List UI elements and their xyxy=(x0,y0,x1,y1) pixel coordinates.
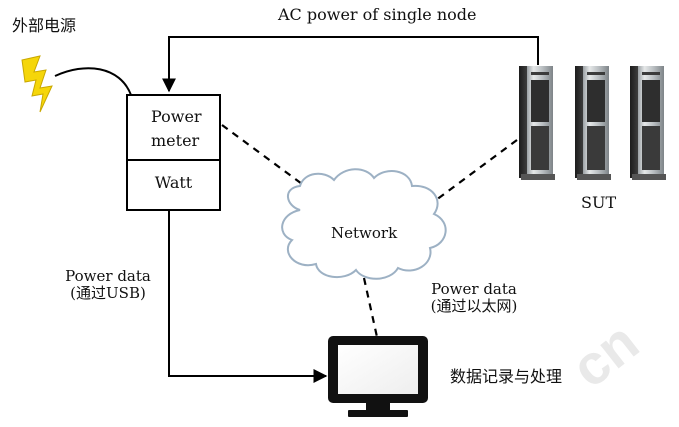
sut-network-link xyxy=(427,139,518,207)
external-power-cable xyxy=(54,67,132,96)
ac-power-line xyxy=(162,36,539,93)
network-label: Network xyxy=(331,224,398,242)
external-power-label: 外部电源 xyxy=(12,16,77,35)
usb-data-line xyxy=(168,210,328,383)
server-rack-icon xyxy=(519,66,666,180)
ac-power-label: AC power of single node xyxy=(278,5,477,24)
monitor-icon xyxy=(328,336,428,417)
network-links xyxy=(221,124,518,338)
meter-network-link xyxy=(221,124,318,196)
power-meter-box xyxy=(126,94,221,211)
watt-label: Watt xyxy=(154,173,193,192)
usb-power-data-label: Power data (通过USB) xyxy=(65,267,151,303)
sut-label: SUT xyxy=(581,193,617,212)
data-logging-label: 数据记录与处理 xyxy=(450,367,563,386)
ethernet-power-data-label: Power data (通过以太网) xyxy=(430,280,518,316)
power-meter-label: Power meter xyxy=(151,107,202,150)
lightning-bolt-icon xyxy=(21,55,53,113)
network-cloud-icon xyxy=(281,168,447,280)
network-workstation-link xyxy=(362,277,379,338)
